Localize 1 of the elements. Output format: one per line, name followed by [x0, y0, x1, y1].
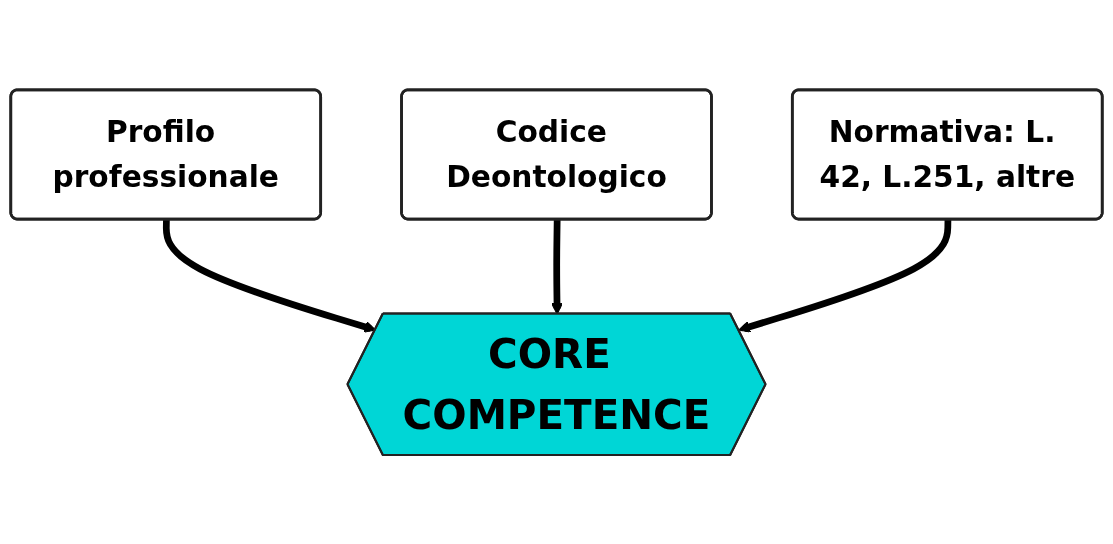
- arrow: [738, 219, 952, 333]
